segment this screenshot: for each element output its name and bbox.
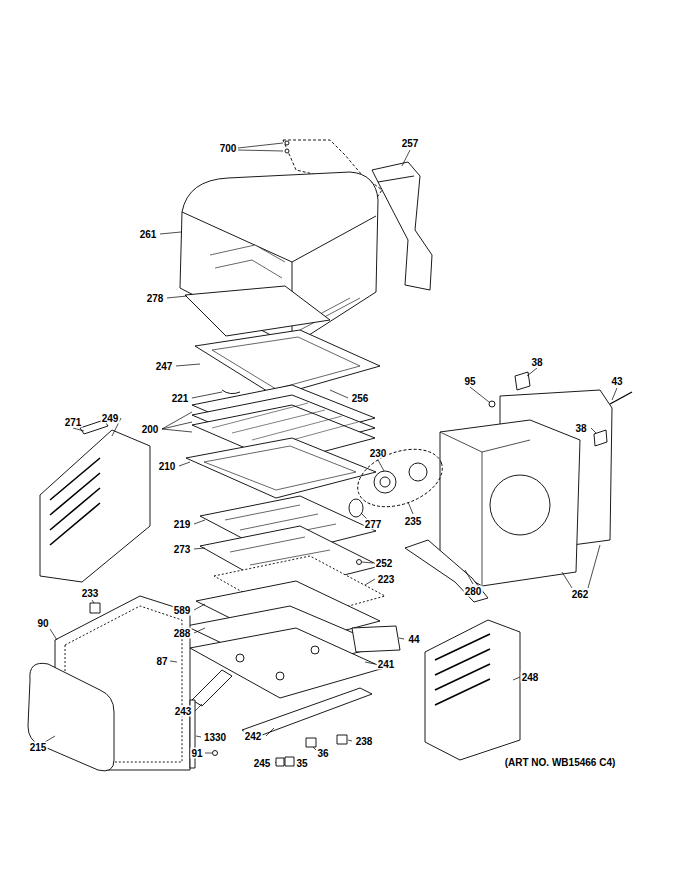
callout-number: 235 — [404, 516, 423, 527]
callout-number: 589 — [173, 605, 192, 616]
callout-number: 277 — [364, 519, 383, 530]
callout-number: 43 — [610, 376, 623, 387]
callout-number: 230 — [369, 448, 388, 459]
callout-number: 1330 — [203, 732, 227, 743]
callout-number: 44 — [407, 634, 420, 645]
callout-number: 242 — [244, 731, 263, 742]
callout-number: 36 — [316, 748, 329, 759]
callout-number: 288 — [173, 628, 192, 639]
callout-number: 278 — [146, 293, 165, 304]
callout-number: 252 — [375, 558, 394, 569]
callout-number: 221 — [171, 393, 190, 404]
callout-number: 38 — [530, 357, 543, 368]
callout-number: 233 — [81, 588, 100, 599]
callout-number: 245 — [253, 758, 272, 769]
callout-number: 249 — [101, 413, 120, 424]
callout-number: 262 — [571, 589, 590, 600]
callout-number: 248 — [521, 672, 540, 683]
callout-number: 210 — [158, 461, 177, 472]
callout-number: 200 — [141, 424, 160, 435]
callout-number: 215 — [29, 742, 48, 753]
callout-number: 256 — [351, 393, 370, 404]
callout-number: 273 — [173, 544, 192, 555]
callout-number: 280 — [464, 586, 483, 597]
callout-number: 241 — [377, 659, 396, 670]
callout-number: 271 — [64, 417, 83, 428]
callout-number: 238 — [355, 736, 374, 747]
callout-number: 219 — [173, 519, 192, 530]
callout-number: 700 — [219, 143, 238, 154]
art-number: (ART NO. WB15466 C4) — [504, 757, 617, 768]
callout-number: 91 — [190, 748, 203, 759]
callout-number: 35 — [295, 758, 308, 769]
callout-number: 90 — [36, 618, 49, 629]
callout-number: 247 — [155, 361, 174, 372]
callout-number: 257 — [401, 138, 420, 149]
callout-number: 223 — [377, 574, 396, 585]
callout-number: 38 — [574, 423, 587, 434]
callout-number: 87 — [155, 656, 168, 667]
callout-number: 95 — [463, 376, 476, 387]
callout-number: 243 — [174, 706, 193, 717]
callout-number: 261 — [139, 229, 158, 240]
